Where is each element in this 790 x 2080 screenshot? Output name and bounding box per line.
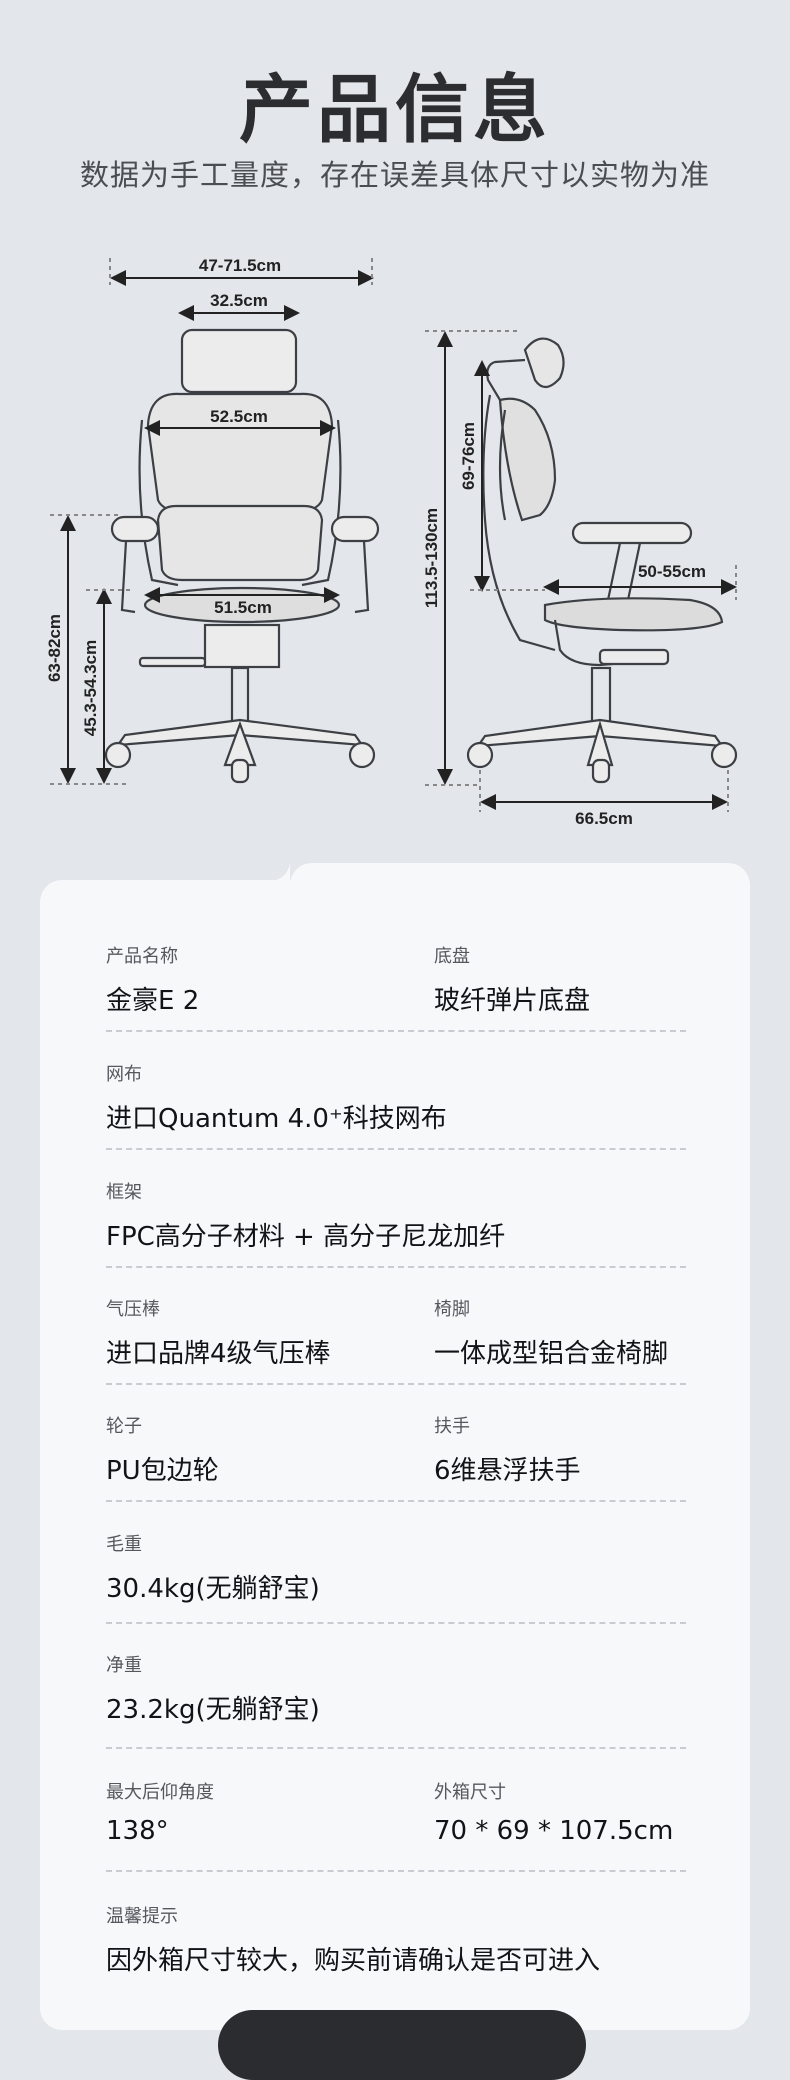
spec-label: 网布 (106, 1064, 142, 1085)
spec-value: 一体成型铝合金椅脚 (434, 1339, 669, 1369)
spec-label: 椅脚 (434, 1299, 470, 1320)
dim-base-depth: 66.5cm (575, 809, 633, 825)
spec-label: 产品名称 (106, 946, 178, 967)
dim-overall-width: 47-71.5cm (199, 256, 281, 275)
spec-value: 玻纤弹片底盘 (434, 986, 591, 1016)
dim-seat-width: 51.5cm (214, 598, 272, 617)
side-chair-illustration (466, 337, 738, 784)
spec-value: PU包边轮 (106, 1456, 219, 1486)
spec-value: 因外箱尺寸较大，购买前请确认是否可进入 (106, 1946, 601, 1976)
spec-label: 扶手 (434, 1416, 470, 1437)
dim-headrest-width: 32.5cm (210, 291, 268, 310)
spec-row: 温馨提示因外箱尺寸较大，购买前请确认是否可进入 (106, 1902, 686, 1976)
spec-value: 70 * 69 * 107.5cm (434, 1816, 674, 1846)
spec-value: 金豪E 2 (106, 986, 200, 1016)
spec-value: 进口品牌4级气压棒 (106, 1339, 331, 1369)
spec-label: 最大后仰角度 (106, 1782, 214, 1803)
page-subtitle: 数据为手工量度，存在误差具体尺寸以实物为准 (79, 158, 710, 192)
spec-label: 毛重 (106, 1534, 142, 1555)
chair-dimension-diagram: 47-71.5cm 32.5cm 52.5cm 51.5cm 63-82cm 4… (45, 256, 738, 825)
spec-label: 轮子 (106, 1416, 142, 1437)
front-chair-illustration (104, 328, 380, 784)
dim-back-height: 69-76cm (459, 422, 478, 490)
spec-label: 底盘 (434, 946, 470, 967)
spec-label: 外箱尺寸 (434, 1782, 506, 1803)
spec-row: 净重 23.2kg(无躺舒宝) (106, 1651, 686, 1749)
spec-row: 气压棒进口品牌4级气压棒 椅脚一体成型铝合金椅脚 (106, 1295, 686, 1385)
spec-row: 产品名称金豪E 2 底盘玻纤弹片底盘 (106, 942, 686, 1032)
dim-armrest-height: 63-82cm (45, 614, 64, 682)
spec-row: 框架 FPC高分子材料 + 高分子尼龙加纤 (106, 1178, 686, 1268)
spec-value: 138° (106, 1816, 169, 1846)
dim-seat-height: 45.3-54.3cm (81, 640, 100, 736)
spec-label: 框架 (106, 1182, 142, 1203)
dim-backrest-width: 52.5cm (210, 407, 268, 426)
spec-value: 30.4kg(无躺舒宝) (106, 1574, 320, 1604)
spec-row: 毛重 30.4kg(无躺舒宝) (106, 1530, 686, 1624)
spec-row: 网布进口Quantum 4.0⁺科技网布 (106, 1060, 686, 1150)
spec-value: FPC高分子材料 + 高分子尼龙加纤 (106, 1222, 506, 1252)
dim-overall-height: 113.5-130cm (422, 508, 441, 608)
spec-label: 气压棒 (106, 1299, 160, 1320)
spec-label: 温馨提示 (106, 1906, 178, 1927)
spec-label: 净重 (106, 1655, 142, 1676)
spec-value: 23.2kg(无躺舒宝) (106, 1695, 320, 1725)
spec-row: 轮子 PU包边轮 扶手 6维悬浮扶手 (106, 1412, 686, 1502)
bottom-pill (218, 2010, 586, 2080)
dim-seat-depth: 50-55cm (638, 562, 706, 581)
spec-card (40, 880, 750, 2030)
spec-value: 6维悬浮扶手 (434, 1456, 581, 1486)
spec-row: 最大后仰角度 138° 外箱尺寸 70 * 69 * 107.5cm (106, 1778, 686, 1872)
spec-value: 进口Quantum 4.0⁺科技网布 (106, 1104, 447, 1134)
page-title: 产品信息 (239, 67, 551, 153)
